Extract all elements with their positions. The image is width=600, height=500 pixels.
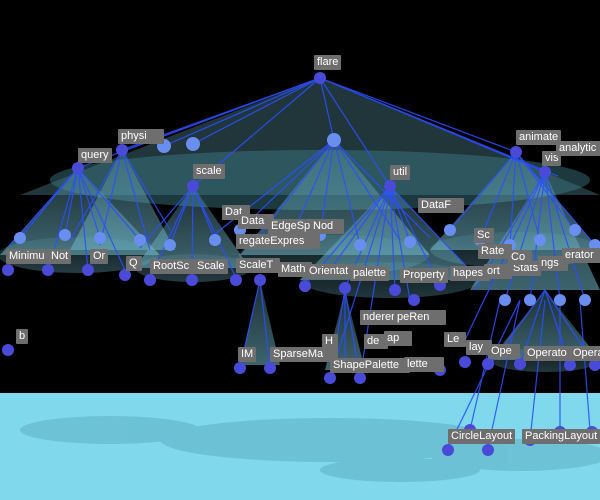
node-leaf[interactable] — [324, 372, 336, 384]
node-leaf[interactable] — [2, 344, 14, 356]
label-shaperenderer[interactable]: peRen — [394, 310, 446, 325]
label-rate[interactable]: Rate — [478, 244, 512, 259]
label-aggregate-expr[interactable]: regateExpres — [236, 234, 320, 249]
node-leaf[interactable] — [254, 274, 266, 286]
label-datafield[interactable]: DataF — [418, 198, 464, 213]
node-util[interactable] — [384, 180, 396, 192]
node-leaf[interactable] — [482, 358, 494, 370]
node-leaf[interactable] — [94, 232, 106, 244]
label-b[interactable]: b — [16, 329, 29, 344]
node-leaf[interactable] — [42, 264, 54, 276]
node-leaf[interactable] — [589, 359, 600, 371]
node-leaf[interactable] — [514, 358, 526, 370]
node-leaf[interactable] — [524, 294, 536, 306]
ground-shadows — [20, 416, 600, 482]
label-analytics[interactable]: analytic — [556, 141, 600, 156]
node-mid-2[interactable] — [186, 137, 200, 151]
label-ngs[interactable]: ngs — [538, 256, 568, 271]
node-leaf[interactable] — [482, 444, 494, 456]
node-leaf[interactable] — [579, 294, 591, 306]
label-query[interactable]: query — [78, 148, 112, 163]
node-leaf[interactable] — [354, 372, 366, 384]
label-ope[interactable]: Ope — [488, 344, 520, 359]
node-leaf[interactable] — [564, 359, 576, 371]
label-sc[interactable]: Sc — [474, 228, 494, 243]
node-leaf[interactable] — [554, 294, 566, 306]
label-node[interactable]: Nod — [310, 219, 344, 234]
label-physics[interactable]: physi — [118, 129, 164, 144]
node-query[interactable] — [72, 162, 84, 174]
label-hd[interactable]: H — [322, 334, 338, 349]
label-im[interactable]: IM — [238, 347, 256, 362]
label-or[interactable]: Or — [90, 249, 109, 264]
label-sparsematrix[interactable]: SparseMa — [270, 347, 338, 362]
node-leaf[interactable] — [389, 284, 401, 296]
label-scale[interactable]: scale — [193, 164, 225, 179]
node-scale[interactable] — [187, 180, 199, 192]
node-leaf[interactable] — [408, 294, 420, 306]
label-minimum[interactable]: Minimu — [6, 249, 54, 264]
node-leaf[interactable] — [589, 239, 600, 251]
node-leaf[interactable] — [82, 264, 94, 276]
label-circlelayout[interactable]: CircleLayout — [448, 429, 516, 444]
node-flare[interactable] — [314, 72, 326, 84]
label-util[interactable]: util — [390, 165, 411, 180]
node-leaf[interactable] — [164, 239, 176, 251]
label-operato[interactable]: Operato — [524, 346, 574, 361]
label-palette[interactable]: palette — [350, 266, 390, 281]
node-leaf[interactable] — [534, 234, 546, 246]
label-rootscale[interactable]: RootSc — [150, 259, 196, 274]
node-leaf[interactable] — [339, 282, 351, 294]
node-leaf[interactable] — [354, 239, 366, 251]
label-scale-item[interactable]: Scale — [194, 259, 228, 274]
node-leaf[interactable] — [264, 362, 276, 374]
label-shapes[interactable]: hapes — [450, 266, 490, 281]
node-leaf[interactable] — [499, 294, 511, 306]
node-animate[interactable] — [510, 146, 522, 158]
node-leaf[interactable] — [119, 269, 131, 281]
label-edgesprite[interactable]: EdgeSp — [268, 219, 314, 234]
label-not[interactable]: Not — [48, 249, 72, 264]
label-animate[interactable]: animate — [516, 130, 562, 145]
label-opera[interactable]: Opera — [570, 346, 600, 361]
node-leaf[interactable] — [14, 232, 26, 244]
node-leaf[interactable] — [144, 274, 156, 286]
node-data[interactable] — [327, 133, 341, 147]
label-lay[interactable]: lay — [466, 340, 492, 355]
node-physics[interactable] — [116, 144, 128, 156]
label-operator[interactable]: erator — [562, 248, 600, 263]
label-de[interactable]: de — [364, 334, 388, 349]
node-vis[interactable] — [539, 166, 551, 178]
node-leaf[interactable] — [230, 274, 242, 286]
node-leaf[interactable] — [444, 224, 456, 236]
label-shapepalette[interactable]: ShapePalette — [330, 358, 410, 373]
label-sort[interactable]: ort — [484, 264, 512, 279]
node-leaf[interactable] — [186, 274, 198, 286]
label-ap[interactable]: ap — [384, 331, 412, 346]
label-data2[interactable]: Data — [238, 214, 274, 229]
node-leaf[interactable] — [134, 234, 146, 246]
node-leaf[interactable] — [569, 224, 581, 236]
label-scaletype[interactable]: ScaleT — [236, 258, 280, 273]
label-q[interactable]: Q — [126, 256, 142, 271]
label-co[interactable]: Co — [508, 250, 532, 265]
node-leaf[interactable] — [209, 234, 221, 246]
node-leaf[interactable] — [2, 264, 14, 276]
label-orientation[interactable]: Orientat — [306, 264, 356, 279]
node-leaf[interactable] — [299, 280, 311, 292]
label-math[interactable]: Math — [278, 262, 312, 277]
node-leaf[interactable] — [59, 229, 71, 241]
label-flare[interactable]: flare — [314, 55, 342, 70]
node-leaf[interactable] — [404, 236, 416, 248]
node-leaf[interactable] — [459, 356, 471, 368]
node-leaf[interactable] — [234, 362, 246, 374]
label-lette[interactable]: lette — [404, 357, 444, 372]
node-leaf[interactable] — [442, 444, 454, 456]
label-property[interactable]: Property — [400, 268, 448, 283]
label-le[interactable]: Le — [444, 332, 466, 347]
label-packinglayout[interactable]: PackingLayout — [522, 429, 600, 444]
